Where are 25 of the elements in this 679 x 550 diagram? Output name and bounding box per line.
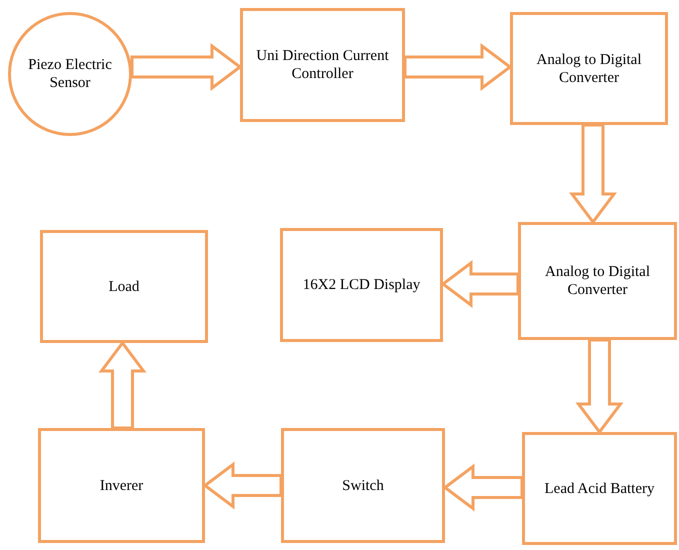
block-arrow (569, 124, 617, 224)
node-label: 16X2 LCD Display (302, 276, 420, 294)
process-box (522, 432, 677, 545)
node-label: Switch (342, 476, 384, 494)
process-box (240, 8, 405, 122)
process-box (518, 222, 677, 340)
process-box (510, 12, 668, 125)
block-arrow (202, 462, 282, 510)
node-label: Piezo Electric Sensor (27, 56, 113, 92)
node-label: Load (108, 278, 140, 296)
node-label: Inverer (100, 476, 144, 494)
process-box (280, 228, 443, 342)
block-arrow (98, 340, 146, 430)
process-box (40, 230, 208, 343)
node-label: Lead Acid Battery (544, 480, 654, 498)
block-arrow (130, 43, 242, 91)
block-arrow (576, 338, 624, 434)
node-label: Analog to Digital Converter (544, 263, 651, 299)
block-arrow (442, 464, 524, 512)
process-box (38, 428, 205, 543)
node-label: Uni Direction Current Controller (255, 47, 390, 83)
process-box (281, 428, 445, 543)
node-label: Analog to Digital Converter (536, 50, 642, 86)
block-arrow (440, 260, 520, 308)
block-arrow (404, 43, 512, 91)
